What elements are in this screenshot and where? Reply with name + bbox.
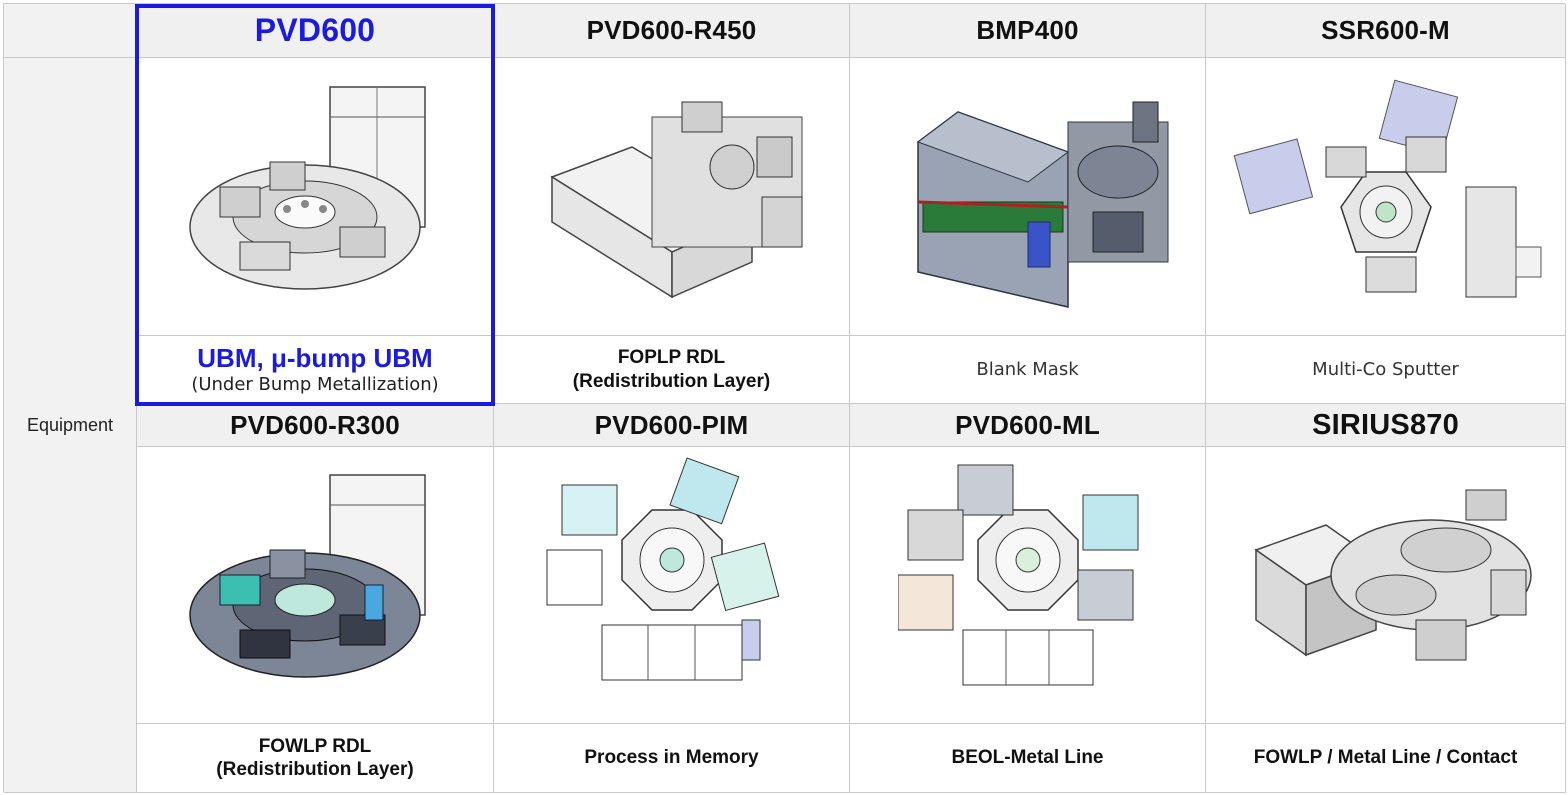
model-name-bmp400: BMP400 <box>850 4 1206 58</box>
desc-pvd600-line1: UBM, μ-bump UBM <box>197 342 433 373</box>
desc-bmp400: Blank Mask <box>850 336 1206 404</box>
row-label-equipment: Equipment <box>4 58 137 793</box>
model-name-pvd600-pim: PVD600-PIM <box>494 404 850 447</box>
desc-pvd600-line2: (Under Bump Metallization) <box>191 374 439 396</box>
pvd600-machine-drawing <box>137 58 494 336</box>
desc-pvd600-r300-line2: (Redistribution Layer) <box>216 759 414 780</box>
pvd600-r300-machine-drawing <box>137 447 494 724</box>
ssr600-m-machine-drawing <box>1206 58 1566 336</box>
desc-bmp400-line1: Blank Mask <box>976 358 1079 380</box>
model-name-pvd600-r450: PVD600-R450 <box>494 4 850 58</box>
pvd600-pim-machine-drawing <box>494 447 850 724</box>
model-name-sirius870: SIRIUS870 <box>1206 404 1566 447</box>
desc-sirius870: FOWLP / Metal Line / Contact <box>1206 724 1566 793</box>
bmp400-machine-drawing <box>850 58 1206 336</box>
desc-pvd600: UBM, μ-bump UBM (Under Bump Metallizatio… <box>137 336 494 404</box>
pvd600-ml-machine-drawing <box>850 447 1206 724</box>
desc-pvd600-r450: FOPLP RDL (Redistribution Layer) <box>494 336 850 404</box>
pvd600-r450-machine-drawing <box>494 58 850 336</box>
equipment-table: Equipment PVD600 PVD600-R450 BMP400 SSR6… <box>3 3 1566 793</box>
desc-pvd600-r450-line1: FOPLP RDL <box>617 347 726 369</box>
model-name-ssr600-m: SSR600-M <box>1206 4 1566 58</box>
sirius870-machine-drawing <box>1206 447 1566 724</box>
desc-pvd600-pim: Process in Memory <box>494 724 850 793</box>
desc-ssr600-m-line1: Multi-Co Sputter <box>1312 358 1459 380</box>
desc-pvd600-ml-line1: BEOL-Metal Line <box>951 747 1104 769</box>
desc-pvd600-ml: BEOL-Metal Line <box>850 724 1206 793</box>
desc-pvd600-r300: FOWLP RDL (Redistribution Layer) <box>137 724 494 793</box>
desc-pvd600-r450-line2: (Redistribution Layer) <box>572 370 771 392</box>
desc-pvd600-pim-line1: Process in Memory <box>584 747 759 769</box>
desc-sirius870-line1: FOWLP / Metal Line / Contact <box>1253 747 1518 769</box>
desc-pvd600-r300-line1: FOWLP RDL <box>258 735 372 757</box>
model-name-pvd600: PVD600 <box>137 4 494 58</box>
model-name-pvd600-ml: PVD600-ML <box>850 404 1206 447</box>
corner-cell <box>4 4 137 58</box>
desc-ssr600-m: Multi-Co Sputter <box>1206 336 1566 404</box>
model-name-pvd600-r300: PVD600-R300 <box>137 404 494 447</box>
